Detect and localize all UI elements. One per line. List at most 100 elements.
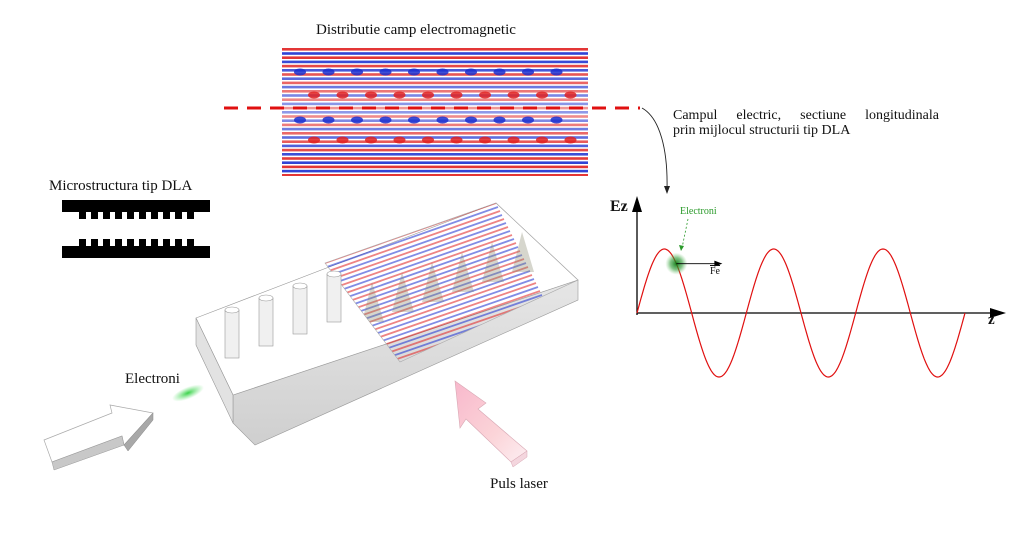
grating-pillar	[292, 285, 308, 335]
field-lobe	[507, 136, 520, 144]
laser-pulse-arrow	[454, 380, 528, 468]
field-lobe	[522, 116, 534, 124]
lower-tooth	[163, 239, 170, 246]
field-stripe	[282, 56, 588, 59]
slab-field-stripe	[335, 226, 509, 288]
upper-tooth	[103, 212, 110, 219]
field-lobe	[436, 116, 449, 124]
slab-field-stripe	[339, 234, 513, 296]
field-lobe	[351, 68, 363, 76]
field-stripe	[282, 174, 588, 176]
field-lobe	[365, 136, 377, 144]
field-lobe	[436, 68, 449, 76]
lower-plate	[62, 246, 210, 258]
grating-pillar-shadow	[452, 252, 474, 292]
upper-tooth	[139, 212, 146, 219]
slab-field-stripe	[343, 242, 517, 304]
field-lobe	[379, 116, 392, 124]
field-stripe	[282, 127, 588, 131]
section-annotation: Campul electric, sectiune longitudinala …	[673, 108, 939, 138]
field-stripe	[282, 132, 588, 135]
field-lobe	[365, 91, 377, 99]
slab-field-stripe	[334, 222, 507, 284]
upper-tooth	[79, 212, 86, 219]
upper-tooth	[127, 212, 134, 219]
ez-wave-curve	[636, 248, 966, 378]
field-stripe	[282, 144, 588, 148]
pillar-top	[224, 306, 240, 314]
slab-field-stripe	[356, 270, 531, 332]
field-stripe	[282, 69, 588, 72]
field-stripe	[282, 90, 588, 93]
field-stripe	[282, 94, 588, 97]
pointer-arrowhead	[664, 186, 670, 194]
field-lobe	[408, 68, 420, 76]
upper-tooth	[91, 212, 98, 219]
field-lobe	[308, 91, 320, 99]
field-lobe	[493, 68, 506, 76]
slab-field-stripe	[354, 266, 529, 328]
field-lobe	[493, 116, 506, 124]
microstructure-title: Microstructura tip DLA	[49, 178, 193, 194]
slab-field-stripe	[358, 274, 533, 336]
field-lobe	[550, 116, 563, 124]
electron-input-arrow	[43, 404, 154, 471]
pillar-top	[292, 282, 308, 290]
field-lobe	[422, 136, 434, 144]
field-lobe	[564, 136, 577, 144]
grating-pillar-shadow	[482, 242, 504, 282]
laser-label: Puls laser	[490, 476, 548, 492]
field-stripe	[282, 140, 588, 143]
lower-tooth	[115, 239, 122, 246]
field-stripe	[282, 161, 588, 164]
lower-tooth	[79, 239, 86, 246]
lower-tooth	[151, 239, 158, 246]
field-stripe	[282, 64, 588, 68]
force-vector-arrowhead	[714, 260, 723, 267]
grating-pillar-shadow	[362, 282, 384, 322]
pointer-arrow	[641, 107, 668, 191]
field-stripe	[282, 98, 588, 101]
field-lobe	[450, 91, 463, 99]
slab-field-stripe	[364, 286, 539, 348]
upper-tooth	[187, 212, 194, 219]
ez-plot	[632, 196, 1006, 378]
electron-bunch-left	[172, 384, 204, 402]
field-lobe	[564, 91, 577, 99]
field-stripe	[282, 157, 588, 160]
field-stripe	[282, 52, 588, 55]
field-lobe	[351, 116, 363, 124]
field-stripe	[282, 136, 588, 139]
field-lobe	[550, 68, 563, 76]
field-lobe	[322, 68, 335, 76]
field-lobe	[422, 91, 434, 99]
slab-field-stripe	[328, 210, 501, 272]
field-lobe	[536, 91, 548, 99]
field-stripe	[282, 81, 588, 85]
field-stripe	[282, 119, 588, 122]
field-lobe	[465, 68, 477, 76]
slab-field-stripe	[345, 246, 519, 308]
upper-tooth	[175, 212, 182, 219]
field-stripe	[282, 77, 588, 80]
field-stripe	[282, 48, 588, 51]
field-lobe	[294, 68, 306, 76]
upper-tooth	[115, 212, 122, 219]
slab-field-stripe	[349, 254, 523, 316]
field-stripe	[282, 85, 588, 89]
field-lobe	[522, 68, 534, 76]
grating-pillar-shadow	[422, 262, 444, 302]
electron-pointer-head	[679, 245, 684, 251]
field-lobe	[322, 116, 335, 124]
slab-field-stripe	[347, 250, 521, 312]
field-stripe	[282, 148, 588, 152]
y-axis-label: Ez	[610, 198, 628, 215]
slab-field-stripe	[351, 258, 525, 320]
electrons-label: Electroni	[125, 371, 180, 387]
field-stripe	[282, 115, 588, 118]
slab-field-stripe	[332, 218, 505, 280]
dla-structure-3d	[195, 202, 579, 446]
microstructure-schematic	[62, 200, 210, 258]
lower-tooth	[139, 239, 146, 246]
x-axis-arrowhead	[990, 308, 1006, 318]
